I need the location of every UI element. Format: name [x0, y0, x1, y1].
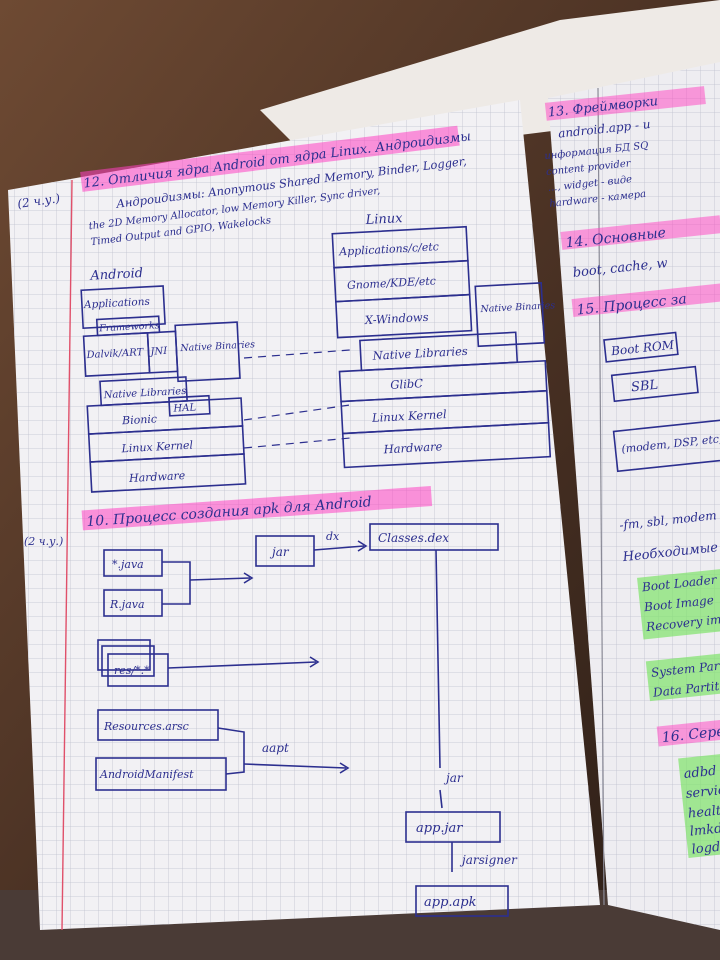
android-frameworks: Frameworks	[98, 320, 160, 334]
rp-l15a: Boot ROM	[609, 338, 675, 359]
android-hardware: Hardware	[128, 469, 186, 485]
linux-title: Linux	[364, 211, 403, 228]
android-jni: JNI	[148, 346, 168, 358]
apk-build-diagram: *.java R.java jar dx Classes.dex res/*.*…	[95, 523, 518, 917]
box-app-jar	[405, 811, 501, 843]
box-res-back1	[101, 645, 155, 677]
label-aapt: aapt	[262, 741, 289, 755]
linux-box-xwindows	[335, 293, 473, 339]
box-classes-dex	[369, 523, 499, 551]
linux-native-binaries: Native Binaries	[479, 300, 555, 315]
linux-stack-diagram: Linux Applications/c/etc Gnome/KDE/etc X…	[331, 211, 555, 469]
android-dalvik: Dalvik/ART	[85, 347, 145, 361]
android-hal: HAL	[172, 402, 196, 414]
rp-h16: 16. Серви	[661, 723, 720, 746]
box-res-back2	[97, 639, 151, 671]
android-box-applications	[80, 285, 166, 330]
label-jar: jar	[269, 545, 290, 559]
box-resources-arsc	[97, 709, 219, 741]
label-java: *.java	[112, 558, 144, 571]
linux-hardware: Hardware	[382, 439, 443, 456]
margin-line	[61, 179, 73, 931]
android-applications: Applications	[83, 296, 151, 312]
linux-linux-kernel: Linux Kernel	[371, 407, 448, 425]
label-jar2: jar	[443, 771, 464, 785]
rp-l15b: SBL	[630, 378, 659, 396]
android-stack-diagram: Android Applications Frameworks Dalvik/A…	[80, 266, 255, 493]
android-box-hal	[168, 394, 211, 417]
label-dx: dx	[326, 530, 340, 543]
heading-highlight-12	[80, 125, 460, 192]
android-box-native-binaries	[174, 321, 241, 383]
android-native-libraries: Native Libraries	[102, 386, 186, 401]
label-app-jar: app.jar	[416, 821, 463, 836]
linux-xwindows: X-Windows	[363, 310, 429, 327]
android-box-hardware	[89, 453, 247, 493]
label-app-apk: app.apk	[424, 895, 477, 910]
label-res: res/*.*	[114, 664, 150, 677]
rp-s2: servicem	[685, 781, 720, 802]
linux-glibc: GlibC	[390, 376, 424, 392]
linux-box-native-binaries	[474, 282, 546, 348]
box-rjava	[103, 589, 163, 617]
linux-native-libraries: Native Libraries	[371, 344, 468, 363]
rp-s5: logd -	[691, 839, 720, 858]
linux-gnome: Gnome/KDE/etc	[347, 274, 437, 292]
label-classes-dex: Classes.dex	[378, 531, 449, 545]
heading-highlight-10	[81, 486, 433, 531]
margin-note-q10: (2 ч.у.)	[24, 535, 63, 548]
label-jarsigner: jarsigner	[459, 853, 518, 867]
box-app-apk	[415, 885, 509, 917]
box-java	[103, 549, 163, 577]
box-res	[107, 653, 169, 687]
android-native-binaries: Native Binaries	[179, 339, 255, 354]
label-manifest: AndroidManifest	[99, 768, 194, 781]
android-title: Android	[89, 266, 143, 284]
rp-s4: lmkd -	[689, 820, 720, 839]
android-bionic: Bionic	[121, 412, 158, 427]
android-linux-kernel: Linux Kernel	[120, 439, 194, 456]
label-resources-arsc: Resources.arsc	[103, 720, 189, 733]
rp-s3: healthd	[687, 802, 720, 822]
stack-connectors	[243, 349, 351, 449]
box-jar	[255, 535, 315, 567]
linux-applications: Applications/c/etc	[338, 240, 439, 258]
rp-s1: adbd	[683, 764, 717, 782]
label-rjava: R.java	[109, 598, 145, 611]
linux-box-hardware	[341, 421, 552, 469]
margin-note-q12: (2 ч.у.)	[16, 191, 61, 211]
